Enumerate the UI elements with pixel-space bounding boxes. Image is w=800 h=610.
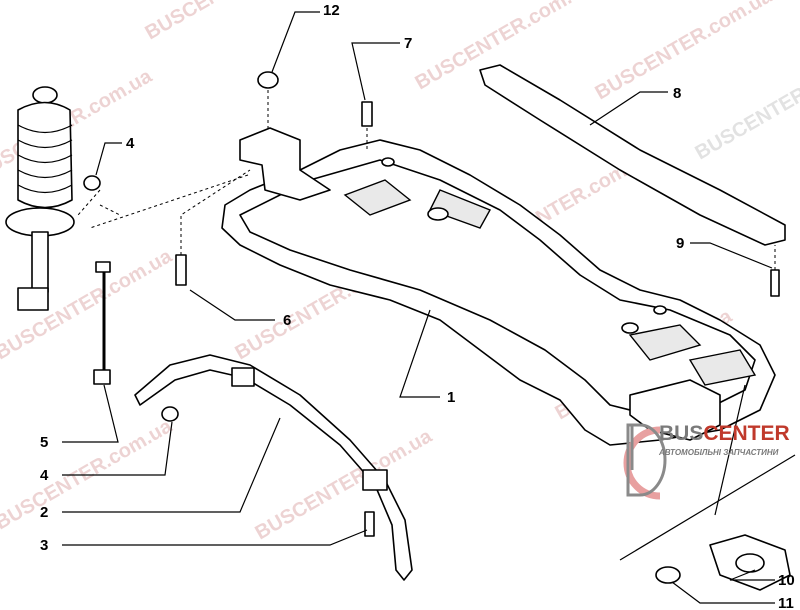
fasteners	[83, 71, 791, 591]
buscenter-logo: BUSCENTER АВТОМОБІЛЬНІ ЗАПЧАСТИНИ	[622, 420, 800, 500]
callout-11: 11	[778, 595, 794, 610]
callout-12: 12	[323, 2, 340, 19]
callout-8: 8	[673, 85, 681, 102]
logo-mark	[623, 423, 667, 500]
bushing	[362, 469, 388, 491]
strut-assembly	[5, 86, 75, 311]
callout-4: 4	[126, 135, 135, 152]
callout-7: 7	[404, 35, 412, 52]
callouts: 12 7 4 8 9 6 1 5 4 2 3 10 11	[40, 2, 795, 610]
bushing	[231, 367, 255, 387]
logo-name: BUSCENTER	[659, 422, 790, 446]
bolt-part-3	[364, 511, 375, 537]
logo-name-bus: BUS	[659, 422, 704, 445]
callout-6: 6	[283, 312, 291, 329]
callout-5: 5	[40, 434, 48, 451]
callout-2: 2	[40, 504, 48, 521]
callout-1: 1	[447, 389, 455, 406]
watermark: BUSCENTER.com.ua	[692, 45, 800, 165]
callout-9: 9	[676, 235, 684, 252]
subframe-part-1	[221, 127, 776, 446]
nut-part-12	[257, 71, 279, 89]
logo-subtitle: АВТОМОБІЛЬНІ ЗАПЧАСТИНИ	[659, 448, 779, 457]
nut-part-4	[83, 175, 101, 191]
leader-lines	[62, 11, 796, 604]
reinforcement-bar-part-8	[479, 64, 786, 246]
bolt-part-6	[175, 254, 187, 286]
logo-name-center: CENTER	[703, 422, 790, 445]
watermark: BUSCENTER.com.ua	[142, 0, 327, 44]
bolt-part-7	[361, 101, 373, 127]
nut-part-4b	[161, 406, 179, 422]
callout-4b: 4	[40, 467, 49, 484]
bushing-part-11	[655, 566, 681, 584]
stabilizer-link-part-5	[93, 261, 111, 385]
stabilizer-bar-part-2	[134, 354, 413, 581]
bolt-part-9	[770, 269, 780, 297]
callout-3: 3	[40, 537, 48, 554]
callout-10: 10	[778, 572, 795, 589]
watermark: BUSCENTER.com.ua	[592, 0, 777, 104]
assembly-lines	[77, 90, 776, 270]
